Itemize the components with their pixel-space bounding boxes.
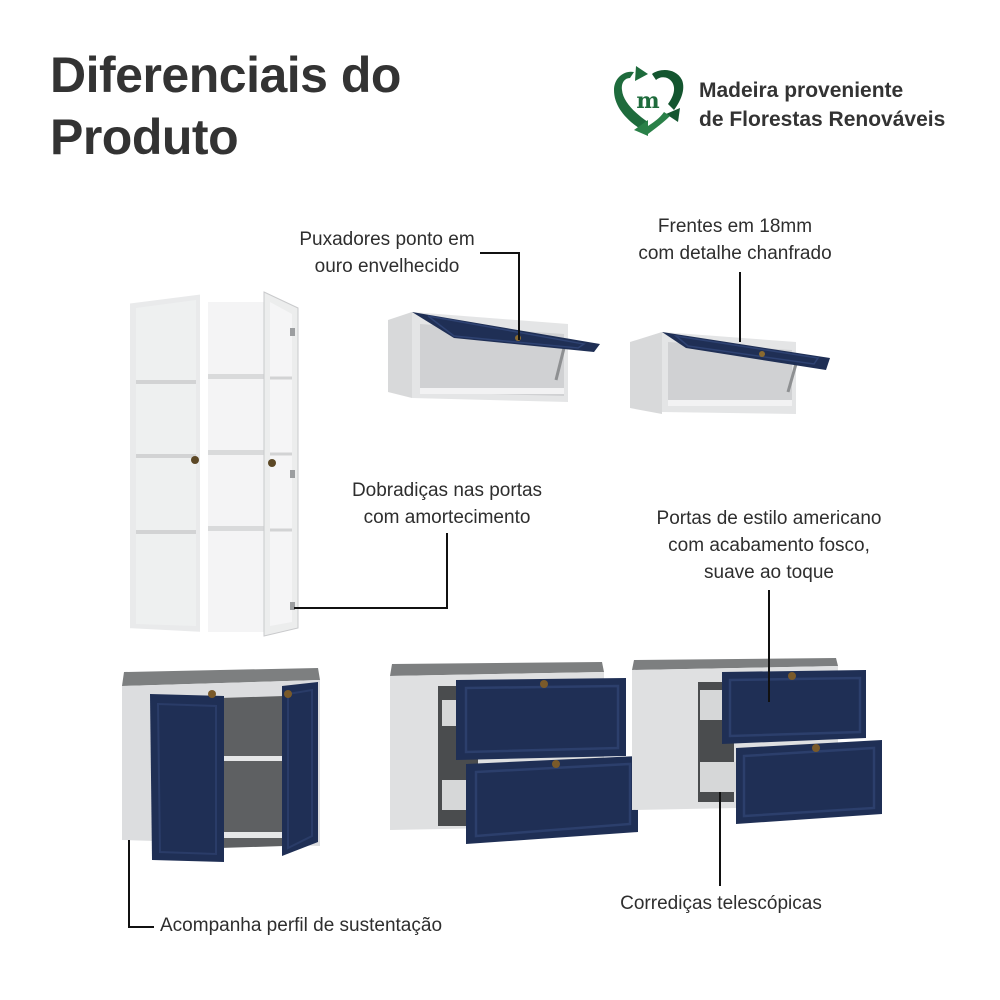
fronts-line-1: Frentes em 18mm: [657, 216, 813, 237]
drawer-unit-1-image: [390, 660, 642, 846]
feature-label-hinges: Dobradiças nas portas com amortecimento: [326, 477, 568, 531]
handles-line-1: Puxadores ponto em: [299, 229, 475, 250]
doors-line-2: com acabamento fosco,: [668, 535, 870, 556]
leader-line-doors: [768, 590, 770, 702]
feature-label-slides: Corrediças telescópicas: [594, 890, 848, 917]
tall-glass-cabinet-image: [122, 286, 304, 638]
lift-up-cabinet-2-image: [630, 330, 834, 416]
leader-line-support-h: [128, 926, 154, 928]
feature-label-doors: Portas de estilo americano com acabament…: [624, 505, 914, 586]
leader-line-hinges-v: [446, 533, 448, 609]
recycle-heart-m-icon: m: [608, 64, 688, 140]
svg-text:m: m: [636, 88, 659, 114]
leader-line-support-v: [128, 840, 130, 928]
base-cabinet-doors-image: [120, 664, 324, 866]
leader-line-handles-h: [480, 252, 520, 254]
support-line-1: Acompanha perfil de sustentação: [160, 915, 443, 936]
renewable-wood-badge: m Madeira proveniente de Florestas Renov…: [608, 64, 988, 140]
leader-line-handles-v: [518, 252, 520, 340]
badge-text: Madeira proveniente de Florestas Renováv…: [699, 76, 945, 134]
fronts-line-2: com detalhe chanfrado: [638, 243, 832, 264]
hinges-line-1: Dobradiças nas portas: [351, 480, 543, 501]
doors-line-1: Portas de estilo americano: [656, 508, 882, 529]
drawer-unit-2-image: [632, 656, 884, 826]
badge-line-1: Madeira proveniente: [699, 79, 904, 102]
slides-line-1: Corrediças telescópicas: [620, 893, 822, 914]
page-title: Diferenciais do Produto: [50, 44, 401, 168]
feature-label-fronts: Frentes em 18mm com detalhe chanfrado: [612, 213, 858, 267]
handles-line-2: ouro envelhecido: [314, 256, 460, 277]
hinges-line-2: com amortecimento: [363, 507, 531, 528]
feature-label-support: Acompanha perfil de sustentação: [160, 912, 442, 939]
leader-line-fronts: [739, 272, 741, 342]
leader-line-hinges-h: [294, 607, 448, 609]
badge-line-2: de Florestas Renováveis: [699, 108, 946, 131]
title-line-2: Produto: [50, 109, 239, 165]
title-line-1: Diferenciais do: [50, 47, 401, 103]
feature-label-handles: Puxadores ponto em ouro envelhecido: [276, 226, 498, 280]
leader-line-slides: [719, 792, 721, 886]
lift-up-cabinet-1-image: [388, 308, 602, 404]
doors-line-3: suave ao toque: [704, 562, 834, 583]
